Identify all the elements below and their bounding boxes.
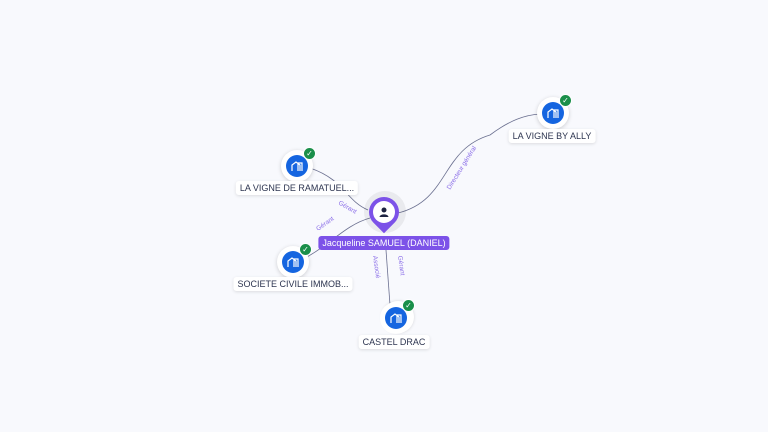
- edge-label-gerant: Gérant: [396, 255, 406, 276]
- company-node-castel-drac[interactable]: ✓: [380, 299, 415, 334]
- company-label[interactable]: LA VIGNE BY ALLY: [508, 129, 596, 143]
- edge-label-societe: Gérant: [315, 215, 335, 232]
- company-node-la-vigne-by-ally[interactable]: ✓: [537, 94, 572, 129]
- edge-label-ramatuel: Gérant: [337, 200, 358, 216]
- edge-la-vigne-by-ally: [397, 113, 541, 214]
- company-label[interactable]: LA VIGNE DE RAMATUEL...: [235, 181, 359, 195]
- verified-check-icon: ✓: [299, 243, 312, 256]
- center-person-label[interactable]: Jacqueline SAMUEL (DANIEL): [318, 236, 450, 250]
- company-icon: [291, 161, 303, 171]
- verified-check-icon: ✓: [402, 299, 415, 312]
- verified-check-icon: ✓: [303, 147, 316, 160]
- verified-check-icon: ✓: [559, 94, 572, 107]
- company-node-societe-civile[interactable]: ✓: [277, 243, 312, 278]
- edge-societe: [304, 217, 371, 259]
- person-icon: [379, 207, 389, 217]
- company-label[interactable]: CASTEL DRAC: [358, 335, 430, 349]
- company-icon: [547, 108, 559, 118]
- company-icon: [287, 257, 299, 267]
- company-node-ramatuel[interactable]: ✓: [281, 147, 316, 182]
- edge-label-associe: Associé: [371, 255, 381, 279]
- company-icon: [390, 313, 402, 323]
- edge-castel-drac: [385, 249, 391, 306]
- company-label[interactable]: SOCIETE CIVILE IMMOB...: [233, 277, 353, 291]
- center-person-node[interactable]: [362, 190, 406, 234]
